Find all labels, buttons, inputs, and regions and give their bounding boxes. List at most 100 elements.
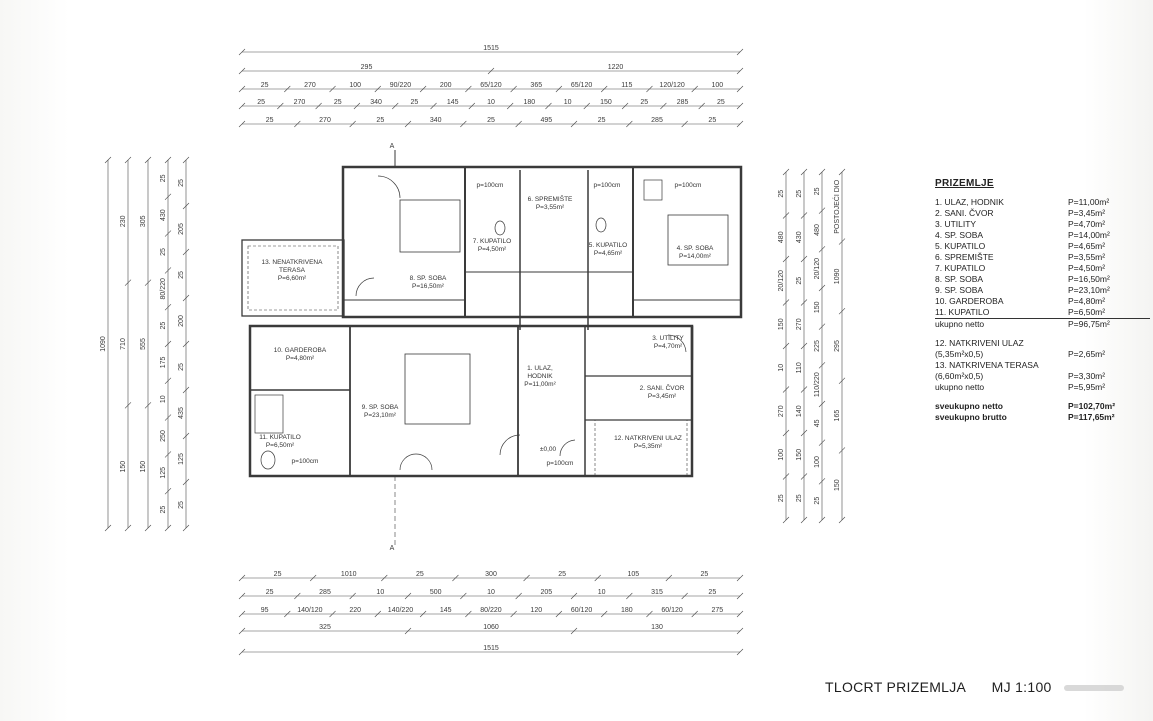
left-dim-col-label: 710 (120, 338, 127, 350)
bottom-dim-row-tick (570, 592, 578, 600)
legend-room-area: P=23,10m² (1068, 285, 1110, 295)
right-dim-col-label: 25 (778, 190, 785, 198)
left-dim-col-tick (164, 451, 172, 458)
top-dim-row-label: 115 (621, 82, 632, 89)
left-dim-col-label: 200 (178, 315, 185, 327)
right-dim-col-label: 25 (778, 494, 785, 502)
left-dim-col-tick (182, 386, 190, 394)
left-dim-col-label: 25 (178, 179, 185, 187)
bottom-dim-row-tick (594, 574, 601, 582)
legend-netto-value: P=96,75m² (1068, 319, 1110, 329)
top-dim-row-tick (626, 120, 633, 128)
redacted-mark (1063, 685, 1124, 692)
bottom-dim-row-tick (404, 627, 412, 635)
top-dim-row-label: 200 (440, 82, 452, 89)
right-dim-col-tick (782, 386, 790, 393)
legend-room-label: 3. UTILITY (935, 219, 977, 229)
bottom-dim-row-label: 180 (621, 607, 633, 614)
bottom-dim-row-label: 10 (598, 589, 606, 596)
room-label-r8: 8. SP. SOBA (410, 275, 447, 282)
top-dim-row-tick (555, 85, 563, 93)
top-dim-row-tick (238, 85, 246, 93)
room-label-r1: HODNIK (527, 373, 553, 380)
top-dim-row-label: 25 (717, 99, 725, 106)
top-dim-row-label: 100 (349, 82, 361, 89)
section-mark-bottom: A (390, 545, 395, 552)
left-dim-col-tick (104, 524, 112, 532)
legend-covered-label: 13. NATKRIVENA TERASA (935, 360, 1039, 370)
legend-room-label: 6. SPREMIŠTE (935, 252, 994, 262)
bottom-dim-row-tick (523, 574, 530, 582)
right-dim-col-tick (818, 246, 826, 253)
left-dim-col-tick (164, 414, 172, 421)
top-dim-row-tick (468, 102, 476, 110)
right-dim-col-label: 150 (814, 301, 821, 313)
right-dim-col-tick (818, 168, 826, 176)
right-dim-col-tick (782, 299, 790, 306)
bottom-dim-row-label: 80/220 (480, 607, 502, 614)
right-dim-col-label: 150 (834, 479, 841, 491)
top-dim-row-label: 1220 (608, 64, 624, 71)
left-dim-col-label: 150 (140, 461, 147, 473)
top-dim-row-label: 270 (294, 99, 306, 106)
left-dim-col-label: 230 (120, 215, 127, 227)
right-dim-col-tick (782, 429, 790, 437)
legend-covered-area: P=2,65m² (1068, 349, 1106, 359)
bottom-dim-row-label: 1010 (341, 571, 357, 578)
right-dim-col-tick (838, 168, 846, 176)
left-dim-col-tick (164, 230, 172, 237)
top-dim-row-tick (238, 120, 246, 128)
left-dim-col-tick (164, 340, 172, 348)
legend-covered-label: 12. NATKRIVENI ULAZ (935, 338, 1024, 348)
top-dim-row-tick (600, 85, 608, 93)
top-dim-row-label: 25 (410, 99, 418, 106)
bottom-dim-row-label: 1060 (483, 624, 499, 631)
right-dim-col-label: 10 (778, 364, 785, 372)
top-dim-row-label: 25 (376, 117, 384, 124)
window-sill-label: p=100cm (675, 182, 702, 189)
bottom-dim-row-tick (691, 610, 698, 618)
top-dim-row-label: 340 (370, 99, 382, 106)
top-dim-row-tick (238, 48, 246, 56)
right-dim-col-label: 25 (796, 494, 803, 502)
top-dim-row-label: 340 (430, 117, 442, 124)
legend-room-area: P=14,00m² (1068, 230, 1110, 240)
legend-covered-area: P=3,30m² (1068, 371, 1106, 381)
top-dim-row-label: 145 (447, 99, 459, 106)
right-dim-col-label: 100 (778, 449, 785, 461)
top-dim-row-tick (736, 48, 744, 56)
legend-total-brutto-row: sveukupno brutto P=117,65m² (935, 412, 1150, 423)
top-dim-row-tick (487, 67, 495, 75)
right-dim-col-label: 25 (796, 190, 803, 198)
top-dim-row-label: 25 (598, 117, 606, 124)
bottom-dim-row-tick (329, 610, 336, 618)
legend-room-label: 2. SANI. ČVOR (935, 208, 994, 218)
room-label-r13: TERASA (279, 267, 306, 274)
right-dim-col-label: 140 (796, 405, 803, 417)
bottom-dim-row-label: 220 (349, 607, 361, 614)
left-dim-col-label: 25 (160, 174, 167, 182)
right-dim-col-tick (838, 516, 846, 524)
legend-covered-row: 13. NATKRIVENA TERASA (935, 360, 1150, 371)
bottom-dim-row-label: 25 (416, 571, 424, 578)
left-dim-col-tick (144, 402, 152, 409)
legend-room-area: P=16,50m² (1068, 274, 1110, 284)
bottom-dim-row-label: 500 (430, 589, 442, 596)
legend-netto-label: ukupno netto (935, 319, 985, 329)
right-dim-col-tick (818, 516, 826, 524)
right-dim-col-tick (800, 212, 808, 219)
drawing-title-block: TLOCRT PRIZEMLJA MJ 1:100 (825, 679, 1124, 695)
top-dim-row-tick (465, 85, 472, 93)
left-dim-col-label: 435 (178, 407, 185, 419)
right-dim-col-tick (800, 299, 808, 306)
right-dim-col-tick (800, 516, 808, 524)
room-label-r8: P=16,50m² (412, 283, 445, 290)
bottom-dim-row-label: 1515 (483, 645, 499, 652)
floor-level-label: ±0,00 (540, 446, 557, 453)
right-dim-col-label: 25 (814, 497, 821, 505)
bottom-dim-row-tick (736, 574, 744, 582)
